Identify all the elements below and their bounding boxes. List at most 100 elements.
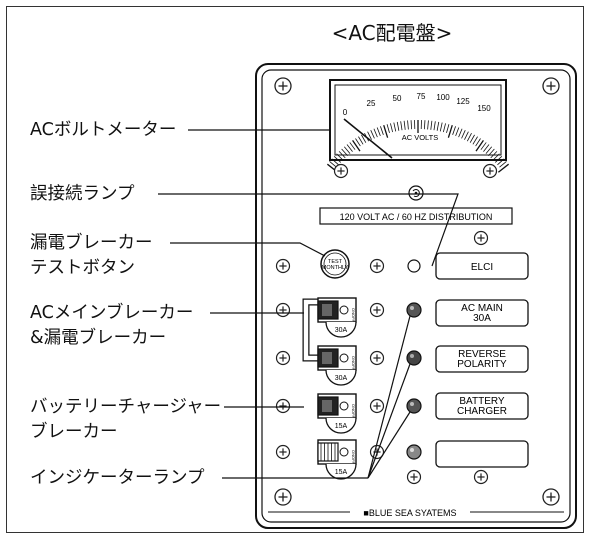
test-button-line1: TEST <box>328 259 343 265</box>
button-label: POLARITY <box>457 359 507 370</box>
label-miswire-lamp: 誤接続ランプ <box>30 184 135 204</box>
screw-icon <box>369 258 385 274</box>
label-ac-main-line2: &漏電ブレーカー <box>30 328 167 348</box>
meter-num-50: 50 <box>393 94 402 103</box>
indicator-lamp-spare <box>406 444 422 460</box>
screw-icon <box>275 444 291 460</box>
scale-tick <box>497 163 510 173</box>
scale-tick <box>433 121 436 131</box>
voltmeter-needle <box>343 118 393 159</box>
scale-tick <box>461 129 466 139</box>
breaker-off-label: OFF <box>351 362 356 371</box>
breaker-rating: 15A <box>335 423 348 430</box>
screw-icon <box>473 469 489 485</box>
breaker-on-label: ON <box>351 404 356 410</box>
breaker-on-label: ON <box>351 356 356 362</box>
scale-tick <box>499 161 507 168</box>
leader-indicator-3 <box>367 411 411 479</box>
breaker-off-label: OFF <box>351 456 356 465</box>
scale-tick <box>336 153 344 161</box>
screw-icon <box>482 163 498 179</box>
meter-num-125: 125 <box>456 97 470 106</box>
leader-elci-test <box>170 242 326 257</box>
screw-icon <box>542 77 560 95</box>
screw-icon <box>369 350 385 366</box>
scale-tick <box>436 121 440 131</box>
scale-tick <box>346 144 353 152</box>
spare-button[interactable] <box>435 440 529 468</box>
scale-tick <box>393 122 397 132</box>
label-ac-voltmeter: ACボルトメーター <box>30 120 177 140</box>
scale-tick <box>483 144 490 152</box>
scale-tick <box>355 138 361 147</box>
breaker-on-label: ON <box>351 450 356 456</box>
scale-tick <box>439 122 443 132</box>
button-label: REVERSE <box>458 349 506 360</box>
indicator-lamp-elci <box>407 259 421 273</box>
distribution-banner-text: 120 VOLT AC / 60 HZ DISTRIBUTION <box>340 212 493 222</box>
scale-tick <box>475 138 481 147</box>
screw-icon <box>274 488 292 506</box>
figure-frame <box>6 6 584 533</box>
scale-tick <box>338 151 346 159</box>
scale-tick <box>358 136 364 145</box>
brand-name: ■BLUE SEA SYATEMS <box>363 508 456 518</box>
screw-icon <box>275 302 291 318</box>
scale-tick <box>469 134 475 143</box>
scale-tick <box>407 120 409 130</box>
scale-tick <box>494 155 503 163</box>
scale-tick <box>430 120 433 130</box>
meter-num-25: 25 <box>367 99 376 108</box>
scale-tick <box>341 148 348 156</box>
scale-tick <box>386 124 390 134</box>
screw-icon <box>542 488 560 506</box>
elci-button[interactable]: ELCI <box>435 252 529 280</box>
screw-icon <box>275 350 291 366</box>
indicator-lamp-battery <box>406 398 422 414</box>
button-label: AC MAIN <box>461 303 503 314</box>
button-label: CHARGER <box>457 406 507 417</box>
breaker-rating: 15A <box>335 469 348 476</box>
scale-tick <box>464 131 469 140</box>
scale-tick <box>443 123 446 133</box>
scale-tick <box>488 148 495 156</box>
screw-icon <box>333 163 349 179</box>
label-indicator-lamp: インジケーターランプ <box>30 468 205 488</box>
meter-num-100: 100 <box>436 93 450 102</box>
diagram-title: <AC配電盤> <box>331 21 453 45</box>
distribution-banner <box>319 207 513 225</box>
meter-num-75: 75 <box>417 92 426 101</box>
screw-icon <box>275 398 291 414</box>
screw-icon <box>275 258 291 274</box>
label-elci-test-line1: 漏電ブレーカー <box>30 233 153 253</box>
scale-tick <box>349 142 356 150</box>
elci-test-button[interactable]: TEST MONTHLY <box>320 249 350 279</box>
button-label: BATTERY <box>459 396 505 407</box>
button-label: 30A <box>473 313 491 324</box>
indicator-lamp-ac-main <box>406 302 422 318</box>
scale-tick <box>480 142 487 150</box>
meter-num-150: 150 <box>477 104 491 113</box>
scale-tick <box>329 161 337 168</box>
scale-tick <box>492 153 500 161</box>
leader-miswire <box>158 193 459 267</box>
indicator-lamp-reverse-polarity <box>406 350 422 366</box>
button-label: ELCI <box>471 262 493 273</box>
breaker-rating: 30A <box>335 327 348 334</box>
label-battery-line1: バッテリーチャージャー <box>30 397 222 417</box>
scale-tick <box>396 121 400 131</box>
scale-tick <box>446 124 450 134</box>
leader-indicator-1 <box>367 315 411 479</box>
scale-tick <box>367 131 372 140</box>
screw-icon <box>406 469 422 485</box>
scale-tick <box>455 127 460 137</box>
label-battery-line2: ブレーカー <box>30 422 118 442</box>
